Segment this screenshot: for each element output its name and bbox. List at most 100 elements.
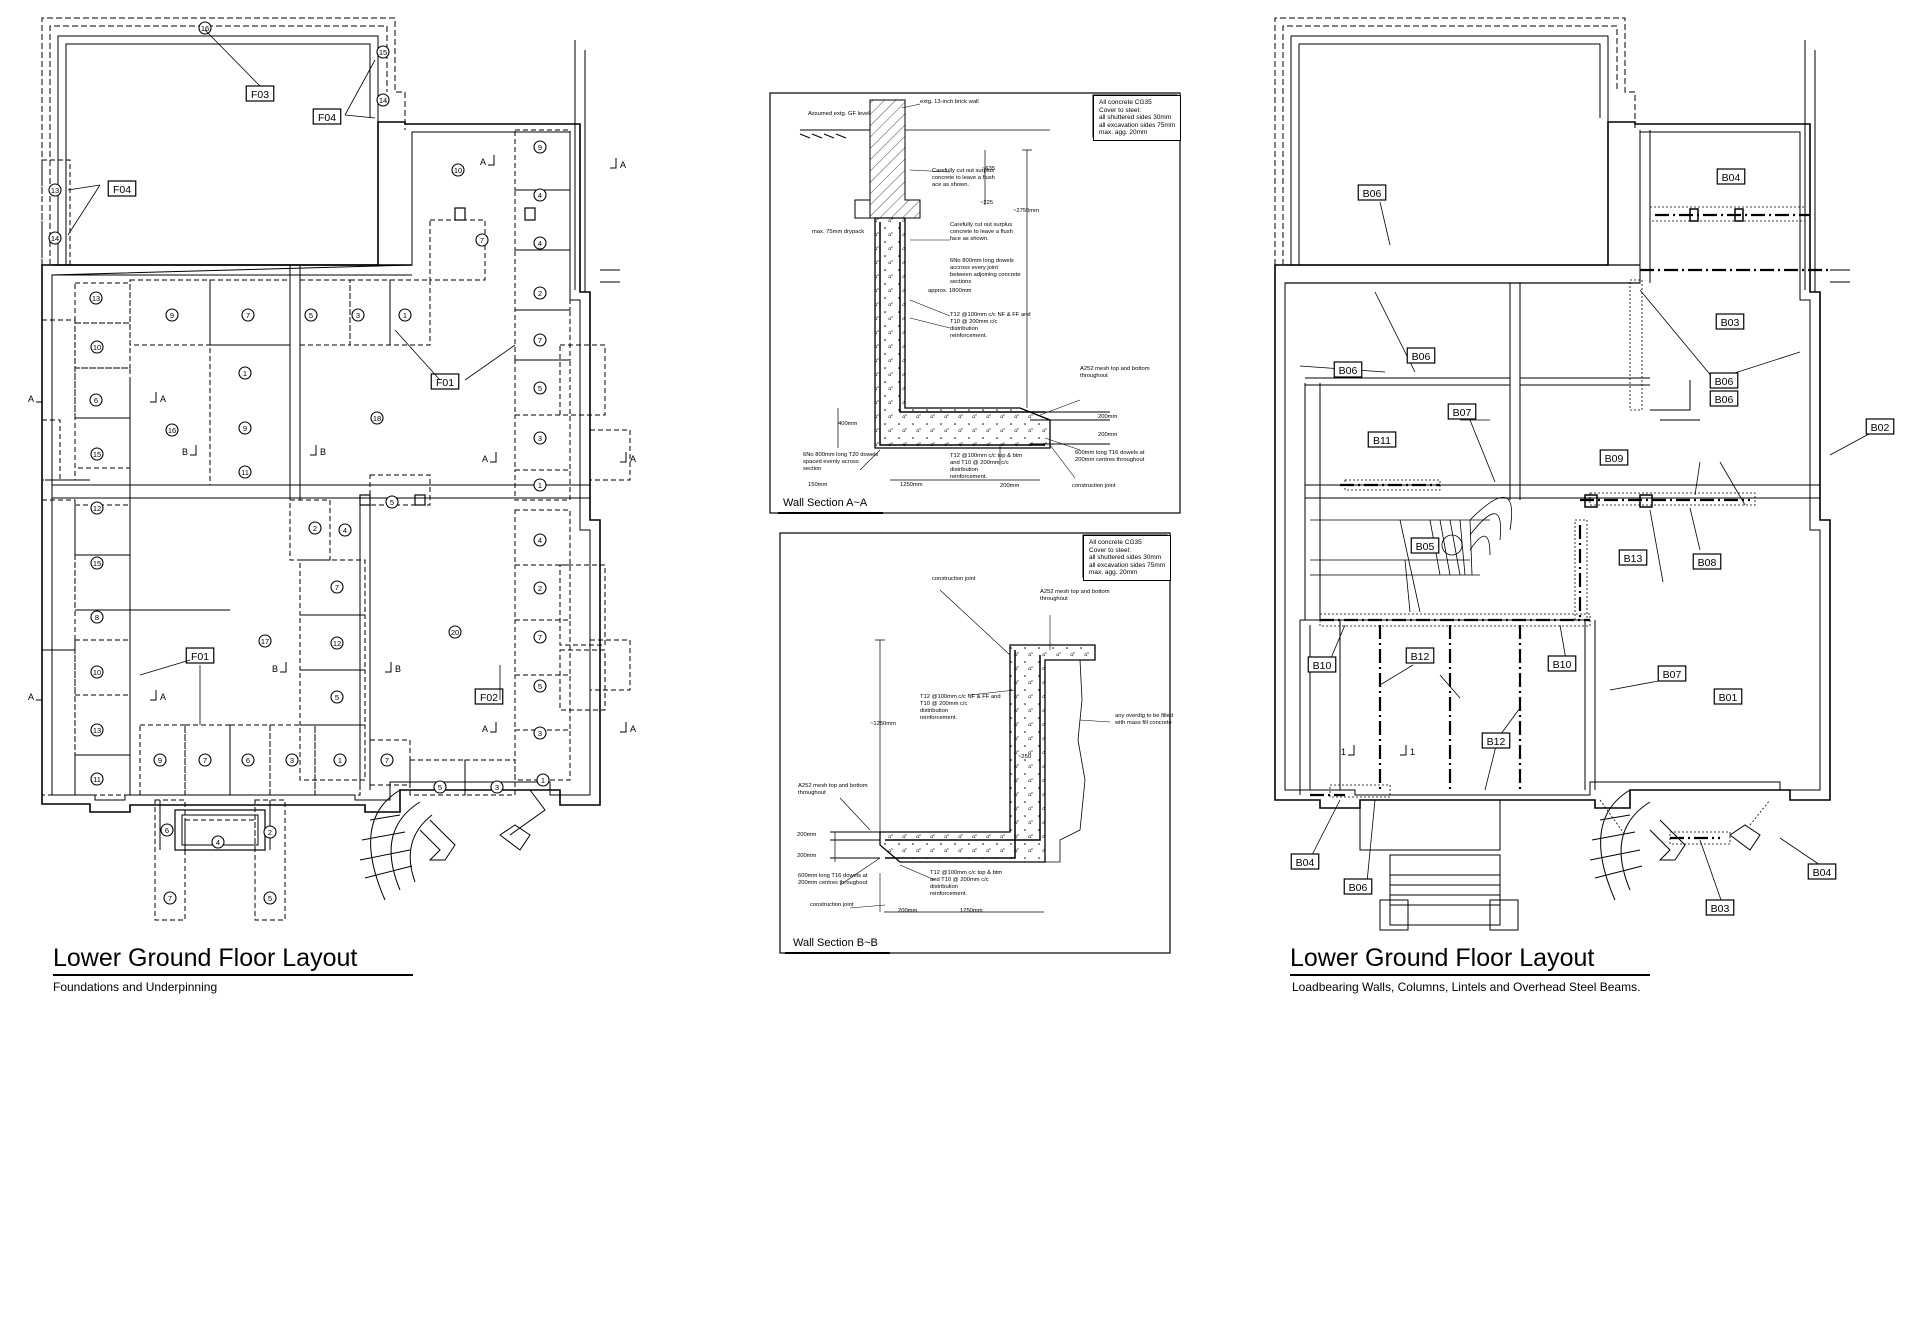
note-line: all excavation sides 75mm [1099, 121, 1176, 129]
section-aa-label: construction joint [1072, 483, 1116, 489]
pad-circle: 15 [376, 45, 390, 59]
pad-circle: 5 [533, 679, 547, 693]
pad-number: 16 [201, 24, 209, 33]
pad-number: 9 [538, 143, 542, 152]
pad-circle: 9 [238, 421, 252, 435]
pad-number: 11 [241, 468, 249, 477]
pad-number: 3 [356, 311, 360, 320]
pad-circle: 12 [330, 636, 344, 650]
section-marker: A [620, 452, 636, 464]
section-marker: A [28, 392, 43, 404]
foundation-tag: F03 [245, 85, 275, 102]
pad-number: 11 [93, 775, 101, 784]
steel-beam-tag: B04 [1290, 853, 1320, 870]
pad-circle: 7 [241, 308, 255, 322]
steel-beam-tag-text: B02 [1871, 422, 1890, 434]
note-line: Cover to steel: [1089, 546, 1131, 554]
top-bay-outline-right [1274, 17, 1636, 265]
steel-beam-tag-text: B06 [1412, 351, 1431, 363]
section-marker-label: B [320, 447, 326, 457]
steel-beam-tag: B08 [1692, 553, 1722, 570]
staircase-right [1310, 496, 1513, 613]
section-aa-title: Wall Section A~A [783, 497, 868, 509]
steel-beam-tag-text: B12 [1487, 736, 1506, 748]
steel-beam-tag: B06 [1357, 184, 1387, 201]
pad-number: 15 [93, 559, 101, 568]
pad-circle: 3 [285, 753, 299, 767]
steel-beam-tag-text: B04 [1722, 172, 1741, 184]
pad-number: 2 [538, 584, 542, 593]
pad-circle: 6 [89, 393, 103, 407]
pad-circle: 2 [533, 286, 547, 300]
pad-number: 10 [454, 166, 462, 175]
steel-beam-tag: B12 [1481, 732, 1511, 749]
pad-circle: 15 [90, 556, 104, 570]
right-structural-plan [1274, 17, 1850, 931]
pad-number: 10 [93, 343, 101, 352]
pad-number: 3 [538, 729, 542, 738]
pad-circle: 7 [198, 753, 212, 767]
steel-beam-tag-text: B01 [1719, 692, 1738, 704]
pad-number: 3 [290, 756, 294, 765]
pad-number: 7 [168, 894, 172, 903]
top-bay-outline [41, 17, 406, 265]
steel-beam-tag: B03 [1705, 899, 1735, 916]
foundation-tag-text: F04 [113, 184, 131, 196]
pad-circle: 3 [351, 308, 365, 322]
pad-number: 6 [246, 756, 250, 765]
section-marker: A [28, 690, 43, 702]
steel-beam-tag: B01 [1713, 688, 1743, 705]
pad-number: 1 [243, 369, 247, 378]
pad-number: 15 [379, 48, 387, 57]
pad-circle: 6 [241, 753, 255, 767]
pad-circle: 9 [153, 753, 167, 767]
section-marker-label: A [160, 394, 166, 404]
pad-number: 7 [246, 311, 250, 320]
section-aa-label: 400mm [838, 421, 858, 427]
foundation-tag-text: F01 [436, 377, 454, 389]
section-marker-label: 1 [1341, 747, 1346, 757]
section-marker-label: 1 [1410, 747, 1415, 757]
steel-beam-tags: B01B02B03B03B04B04B04B05B06B06B06B06B06B… [1290, 168, 1895, 916]
pad-circle: 5 [385, 495, 399, 509]
pad-circle: 4 [533, 533, 547, 547]
steel-beam-tag-text: B05 [1416, 541, 1435, 553]
section-aa-notes: All concrete CG35 Cover to steel: all sh… [1093, 95, 1182, 141]
section-marker-label: A [28, 394, 34, 404]
pad-number: 16 [168, 426, 176, 435]
pad-number: 7 [538, 336, 542, 345]
section-bb-notes: All concrete CG35 Cover to steel: all sh… [1083, 535, 1172, 581]
pad-number: 20 [451, 628, 459, 637]
pad-number: 15 [93, 450, 101, 459]
pad-number: 4 [538, 239, 542, 248]
curved-steps-right [1589, 789, 1761, 901]
pad-circle: 3 [533, 726, 547, 740]
pad-circle: 10 [90, 340, 104, 354]
steel-beam-tag-text: B06 [1339, 365, 1358, 377]
steel-beam-tag: B04 [1716, 168, 1746, 185]
note-line: max. agg. 20mm [1089, 569, 1138, 576]
pad-number: 2 [538, 289, 542, 298]
pad-circle: 7 [533, 630, 547, 644]
steel-beam-tag: B06 [1709, 390, 1739, 407]
pad-number: 2 [313, 524, 317, 533]
note-line: All concrete CG35 [1099, 99, 1152, 106]
pad-number: 7 [480, 236, 484, 245]
steel-columns [1584, 208, 1744, 508]
steel-beam-tag: B10 [1307, 656, 1337, 673]
section-aa-label: approx. 1800mm [928, 288, 972, 294]
pad-number: 12 [333, 639, 341, 648]
pad-number: 5 [538, 682, 542, 691]
foundation-tag: F02 [474, 688, 504, 705]
steel-beam-tag-text: B06 [1349, 882, 1368, 894]
section-aa-label: 1250mm [900, 482, 923, 488]
pad-circle: 7 [533, 333, 547, 347]
